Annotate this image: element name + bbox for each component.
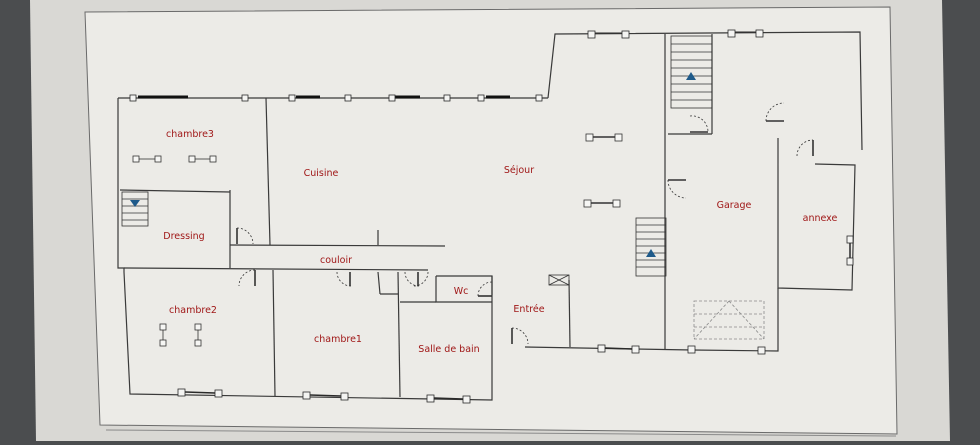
garage-door <box>693 300 765 340</box>
door-couloir-sdb <box>404 271 420 287</box>
window-post <box>302 391 311 400</box>
window-post <box>443 94 451 102</box>
fixture-post <box>194 339 202 347</box>
fixture-post <box>188 155 196 163</box>
door-chambre1 <box>336 271 352 287</box>
fixtures <box>132 133 623 347</box>
stairs-dressing <box>121 191 149 227</box>
garage-door-diagonal <box>728 300 765 340</box>
door-entree <box>511 327 529 345</box>
entree-east-wall <box>568 279 571 348</box>
window-post <box>241 94 249 102</box>
stairs-garage-south <box>635 217 667 277</box>
doors <box>236 102 814 345</box>
door-sdb <box>413 271 429 287</box>
garage-post <box>757 346 766 355</box>
window-post <box>340 392 349 401</box>
room-labels: chambre3 Cuisine Séjour Dressing couloir… <box>163 129 837 355</box>
room-label-wc: Wc <box>454 286 469 297</box>
dressing-north-wall <box>119 189 231 193</box>
sheet-bottom-edge <box>105 429 897 437</box>
door-annexe <box>796 139 814 157</box>
annexe-walls <box>777 138 856 291</box>
fixture-post <box>159 323 167 331</box>
windows <box>129 29 854 404</box>
stair-outline <box>670 35 713 109</box>
meter-box-cross <box>548 274 570 286</box>
room-label-sejour: Séjour <box>504 165 534 176</box>
window-post <box>288 94 296 102</box>
fixture-post <box>583 199 592 208</box>
room-label-garage: Garage <box>717 200 752 211</box>
window-post <box>621 30 630 39</box>
fixture-post <box>209 155 217 163</box>
door-garage-sejour <box>667 179 687 199</box>
stair-arrow-up-icon <box>646 249 656 257</box>
window-post <box>755 29 764 38</box>
door-wc <box>477 281 493 297</box>
meter-box-icon <box>548 274 570 286</box>
fixture-post <box>154 155 162 163</box>
window-entree-south <box>604 347 633 350</box>
door-dressing <box>236 227 254 245</box>
room-label-couloir: couloir <box>320 255 352 266</box>
room-label-chambre2: chambre2 <box>169 305 217 316</box>
garage-south-wall <box>691 288 779 352</box>
window-post <box>388 94 396 102</box>
couloir-south-wall <box>123 267 429 271</box>
door-stair <box>689 115 709 133</box>
room-label-dressing: Dressing <box>163 231 204 242</box>
stair-outline <box>635 217 667 277</box>
door-chambre2 <box>238 269 256 287</box>
entree-box <box>548 274 570 286</box>
stair-arrow-down-icon <box>130 200 140 207</box>
window-post <box>177 388 186 397</box>
garage-door-diagonal <box>693 300 730 340</box>
window-post <box>631 345 640 354</box>
fixture-post <box>159 339 167 347</box>
wall-chambre2-chambre1 <box>272 269 276 397</box>
window-post <box>846 257 854 266</box>
room-label-chambre3: chambre3 <box>166 129 214 140</box>
wall-chambre3-cuisine <box>265 97 271 246</box>
window-post <box>597 344 606 353</box>
fixture-post <box>614 133 623 142</box>
window-post <box>129 94 137 102</box>
north-wall-upper <box>547 31 863 151</box>
window-post <box>214 389 223 398</box>
room-label-salle-de-bain: Salle de bain <box>418 344 479 355</box>
window-post <box>535 94 543 102</box>
wall-stub-2 <box>377 271 381 295</box>
window-chambre2-south <box>184 391 216 394</box>
window-post <box>477 94 485 102</box>
garage-post <box>687 345 696 354</box>
couloir-north-wall <box>229 244 446 247</box>
fixture-post <box>132 155 140 163</box>
window-post <box>462 395 471 404</box>
stair-arrow-up-icon <box>686 72 696 80</box>
fixture-post <box>612 199 621 208</box>
window-sdb-south <box>433 397 464 400</box>
window-post <box>426 394 435 403</box>
door-garage-north <box>765 102 785 122</box>
window-post <box>344 94 352 102</box>
window-post <box>727 29 736 38</box>
window-post <box>846 235 854 244</box>
drawing-sheet <box>84 6 898 435</box>
window-chambre1-south <box>309 394 342 397</box>
fixture-post <box>585 133 594 142</box>
stair-outline <box>121 191 149 227</box>
wall-chambre1-sdb <box>397 271 401 398</box>
room-label-cuisine: Cuisine <box>304 168 339 179</box>
window-post <box>587 30 596 39</box>
room-label-annexe: annexe <box>803 213 838 224</box>
room-label-entree: Entrée <box>513 304 544 315</box>
room-label-chambre1: chambre1 <box>314 334 362 345</box>
door-leaves <box>236 120 814 344</box>
fixture-post <box>194 323 202 331</box>
stairs-garage-north <box>670 35 713 109</box>
